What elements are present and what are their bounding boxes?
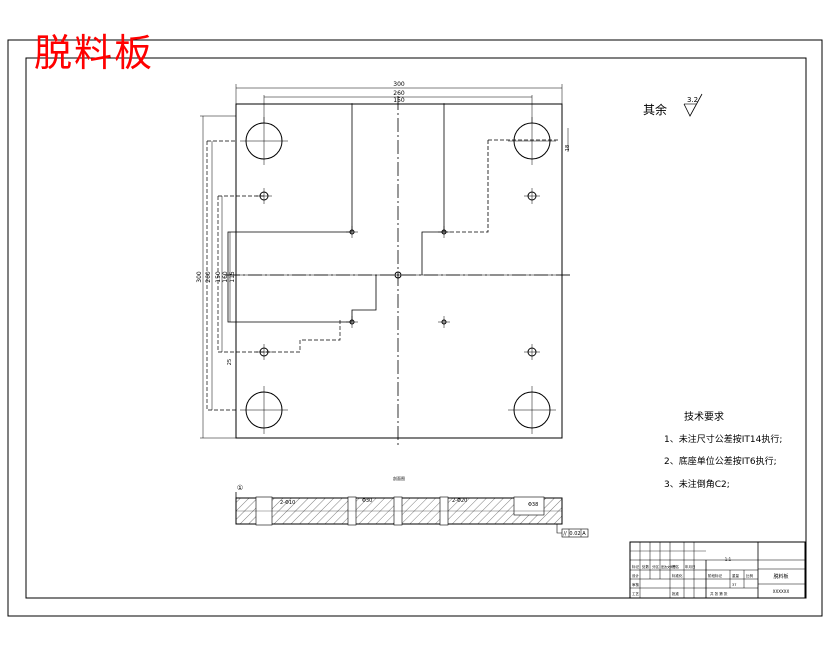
guide-hole-bl	[240, 386, 288, 434]
roughness-value: 3.2	[687, 96, 698, 104]
tech-item-1: 1、未注尺寸公差按IT14执行;	[664, 433, 782, 445]
svg-text:比例: 比例	[746, 573, 754, 578]
inner-frame	[25, 57, 807, 599]
guide-hole-tl	[240, 117, 288, 165]
tech-item-2: 2、底座单位公差按IT6执行;	[664, 455, 777, 467]
center-hole	[394, 271, 402, 279]
section-counterbore	[513, 496, 545, 516]
svg-text:37: 37	[732, 583, 736, 587]
section-view: 剖面图 ① 2-Φ10 Φ30 2-Φ20 Φ38 // 0.02 A	[235, 475, 589, 538]
guide-hole-br	[508, 386, 556, 434]
title-drawing-number: XXXXXX	[773, 589, 790, 594]
svg-text:共 张 第 张: 共 张 第 张	[710, 591, 728, 596]
svg-text:年月日: 年月日	[685, 564, 696, 569]
screw-hole-1	[256, 188, 272, 204]
pin-hole-3	[346, 316, 358, 328]
svg-text:设计: 设计	[632, 573, 640, 578]
section-marker: ①	[237, 484, 243, 492]
svg-text:标记: 标记	[632, 564, 640, 569]
dim-slot-span: 150	[393, 97, 405, 104]
technical-requirements: 技术要求 1、未注尺寸公差按IT14执行; 2、底座单位公差按IT6执行; 3、…	[664, 410, 782, 490]
cavity-outline-left	[227, 104, 377, 323]
dim-hole-span: 260	[393, 90, 405, 97]
title-block-text: 1:1 脱料板 XXXXXX 标记 处数 分区 更改文件号 签名 年月日 设计 …	[632, 557, 789, 596]
pin-hole-1	[346, 226, 358, 238]
roughness-symbol-icon	[683, 93, 703, 117]
section-label: 剖面图	[393, 475, 405, 481]
hidden-edge-right	[444, 139, 560, 233]
screw-hole-4	[524, 344, 540, 360]
surface-note-text: 其余	[643, 102, 667, 117]
svg-text:审核: 审核	[632, 582, 640, 587]
cavity-outline-right	[421, 104, 445, 275]
svg-text:分区: 分区	[652, 564, 660, 569]
svg-text:批准: 批准	[672, 591, 680, 596]
svg-text:阶段标记: 阶段标记	[708, 573, 722, 578]
svg-text:处数: 处数	[642, 564, 650, 569]
callout-1: 2-Φ10	[280, 500, 295, 506]
hidden-edge-outer	[206, 140, 236, 411]
callout-4: Φ38	[528, 502, 538, 508]
plate-outline	[235, 103, 563, 439]
dim-height-2: 150	[215, 271, 222, 283]
title-part-name: 脱料板	[773, 573, 788, 580]
svg-text:工艺: 工艺	[632, 591, 640, 596]
dim-small-left: 25	[227, 359, 233, 365]
svg-text:0.02: 0.02	[569, 531, 580, 537]
svg-text:更改文件号: 更改文件号	[661, 564, 676, 569]
pin-hole-2	[438, 226, 450, 238]
tech-item-3: 3、未注倒角C2;	[664, 478, 730, 490]
svg-text:A: A	[582, 531, 586, 537]
dim-height-1: 260	[205, 271, 212, 283]
top-dimensions	[235, 84, 563, 123]
screw-hole-2	[524, 188, 540, 204]
dim-overall-width: 300	[393, 81, 405, 88]
tech-heading: 技术要求	[684, 410, 724, 423]
screw-hole-3	[256, 344, 272, 360]
guide-hole-tr	[508, 117, 556, 165]
svg-text://: //	[563, 531, 567, 537]
dim-overall-height: 300	[196, 271, 203, 283]
dim-height-4: 115	[229, 271, 236, 283]
title-scale: 1:1	[725, 557, 732, 562]
drawing-title: 脱料板	[34, 31, 155, 75]
dim-height-3: 160	[222, 271, 229, 283]
left-dimensions	[200, 115, 569, 439]
surface-note: 其余 3.2	[643, 93, 703, 117]
dim-small-right: 18	[565, 145, 571, 151]
pin-hole-4	[438, 316, 450, 328]
svg-text:签名: 签名	[672, 564, 679, 569]
callout-3: 2-Φ20	[452, 498, 467, 504]
plan-view: 300 260 150 300 260 150 160 115 18 25	[196, 81, 571, 446]
svg-text:重量: 重量	[732, 573, 740, 578]
callout-2: Φ30	[362, 498, 372, 504]
title-block	[629, 541, 806, 599]
tolerance-frame	[561, 528, 589, 538]
svg-text:标准化: 标准化	[672, 573, 683, 578]
outer-frame	[7, 39, 823, 617]
